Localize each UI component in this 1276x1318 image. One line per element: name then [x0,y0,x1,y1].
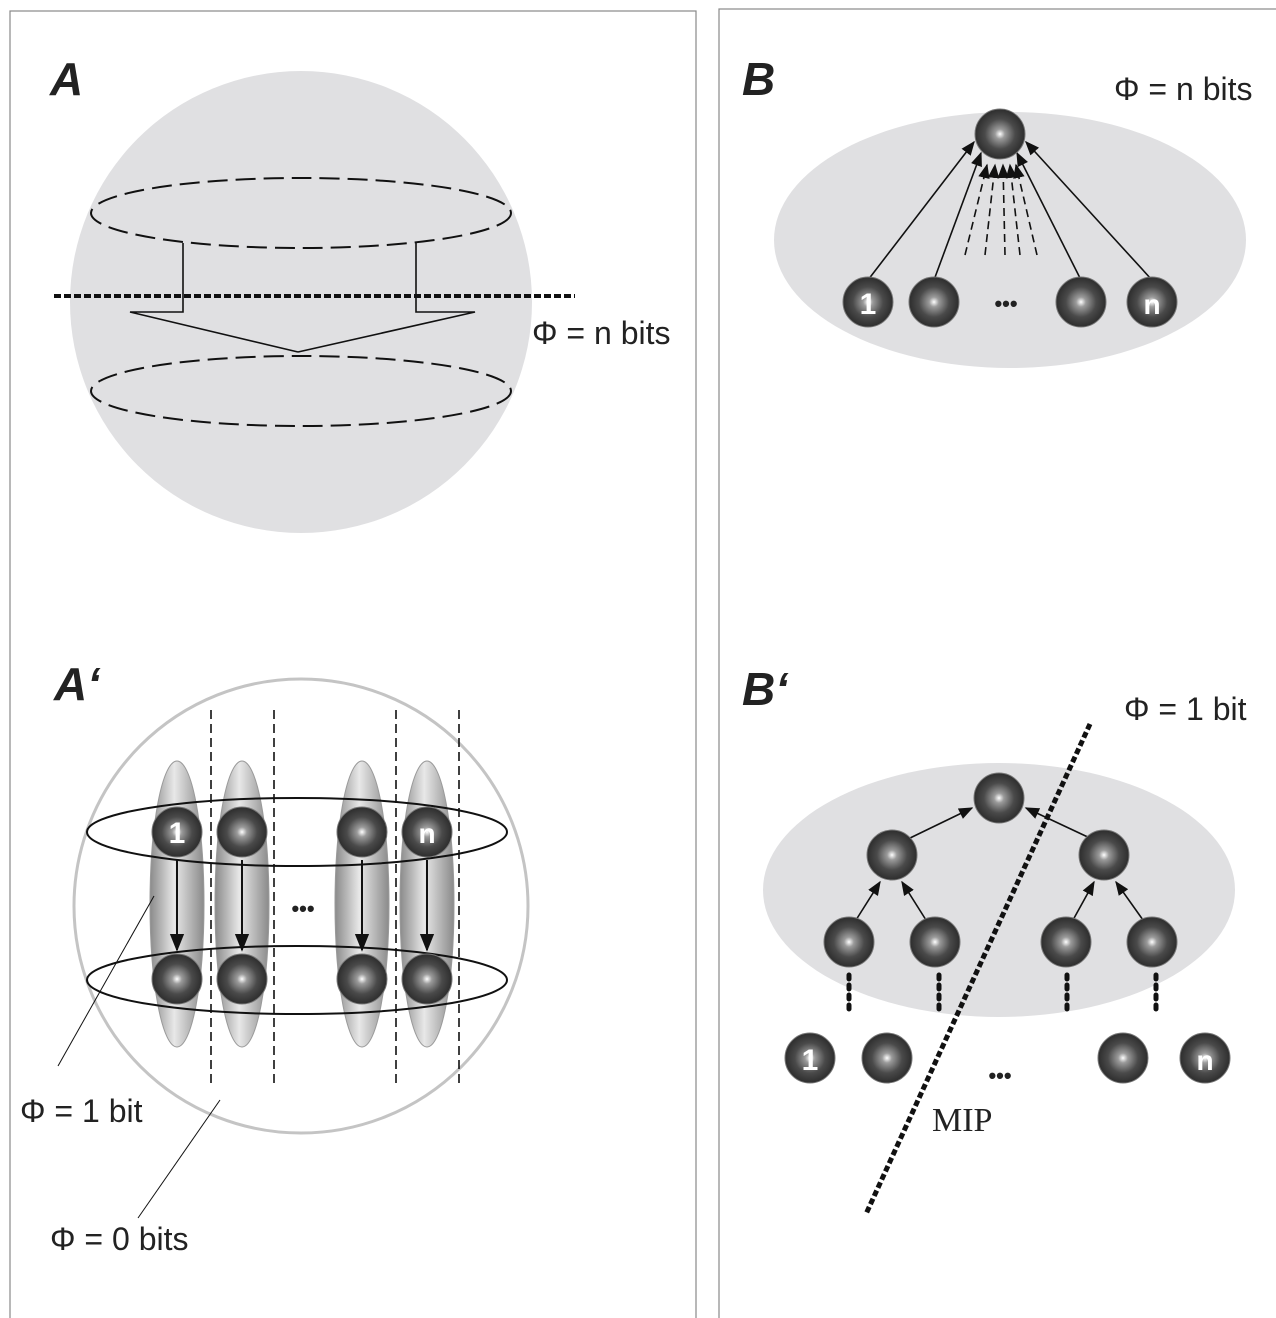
panel-a-top-ellipse [90,177,512,249]
node-label-last: n [1143,289,1160,320]
node [1040,916,1092,968]
panel-b-prime-region [763,763,1235,1017]
panel-a-prime-bottom-ellipse [86,945,508,1015]
leader-line [57,895,155,1067]
panel-a-prime-top-ellipse [86,797,508,867]
panel-a-right-bracket [297,243,476,353]
node [1097,1032,1149,1084]
arrow [867,140,975,281]
arrow [1025,140,1153,281]
arrow [1072,880,1095,921]
panel-b-prime-phi-label: Φ = 1 bit [1124,691,1247,727]
panel-a-left-bracket [129,243,299,353]
node-label-first: 1 [860,288,877,321]
node-label-first: 1 [802,1044,819,1077]
dashed-arrow [1013,163,1038,256]
node [216,806,268,858]
node [861,1032,913,1084]
node-label-first: 1 [169,817,186,850]
node [823,916,875,968]
node [336,953,388,1005]
target-node [974,108,1026,160]
mip-label: MIP [932,1102,992,1139]
node [909,916,961,968]
node [216,953,268,1005]
panel-b-prime-ellipsis: ••• [988,1063,1011,1088]
arrow [855,880,881,921]
root-node [973,772,1025,824]
node [1078,829,1130,881]
panel-b-phi-label: Φ = n bits [1114,71,1252,107]
node-label-last: n [418,818,435,849]
arrow [907,807,974,840]
panel-left-border [9,10,697,1318]
arrow [901,880,927,921]
node [1055,276,1107,328]
panel-b: B Φ = n bits 1 n ••• [742,53,1252,368]
panel-a-letter: A [49,53,83,105]
panel-right-border [718,8,1276,1318]
arrow [1024,807,1093,840]
panel-b-letter: B [742,53,775,105]
panel-b-prime: B‘ Φ = 1 bit 1 n ••• MIP [742,663,1247,1216]
panel-a-prime-letter: A‘ [53,658,101,710]
panel-a-prime-ellipsis: ••• [291,896,314,921]
panel-a-bottom-ellipse [90,355,512,427]
panel-b-ellipsis: ••• [994,291,1017,316]
dashed-arrow [964,163,990,256]
panel-a-prime-phi-one: Φ = 1 bit [20,1093,143,1129]
node-label-last: n [1196,1045,1213,1076]
node [151,953,203,1005]
arrow [933,151,982,281]
panel-a: A Φ = n bits [49,53,670,533]
panel-a-prime-phi-zero: Φ = 0 bits [50,1221,188,1257]
panel-a-prime: A‘ 1 n ••• Φ = 1 [20,658,530,1257]
node [336,806,388,858]
node [401,953,453,1005]
dashed-arrow [984,163,1000,256]
leader-line [137,1099,221,1219]
panel-a-phi-label: Φ = n bits [532,315,670,351]
dashed-arrow [1005,163,1021,256]
dashed-arrow [997,163,1010,256]
arrow [1115,880,1144,921]
panel-a-sphere [70,71,532,533]
node [1126,916,1178,968]
node [908,276,960,328]
node [866,829,918,881]
panel-b-prime-letter: B‘ [742,663,789,715]
arrow [1016,151,1082,281]
